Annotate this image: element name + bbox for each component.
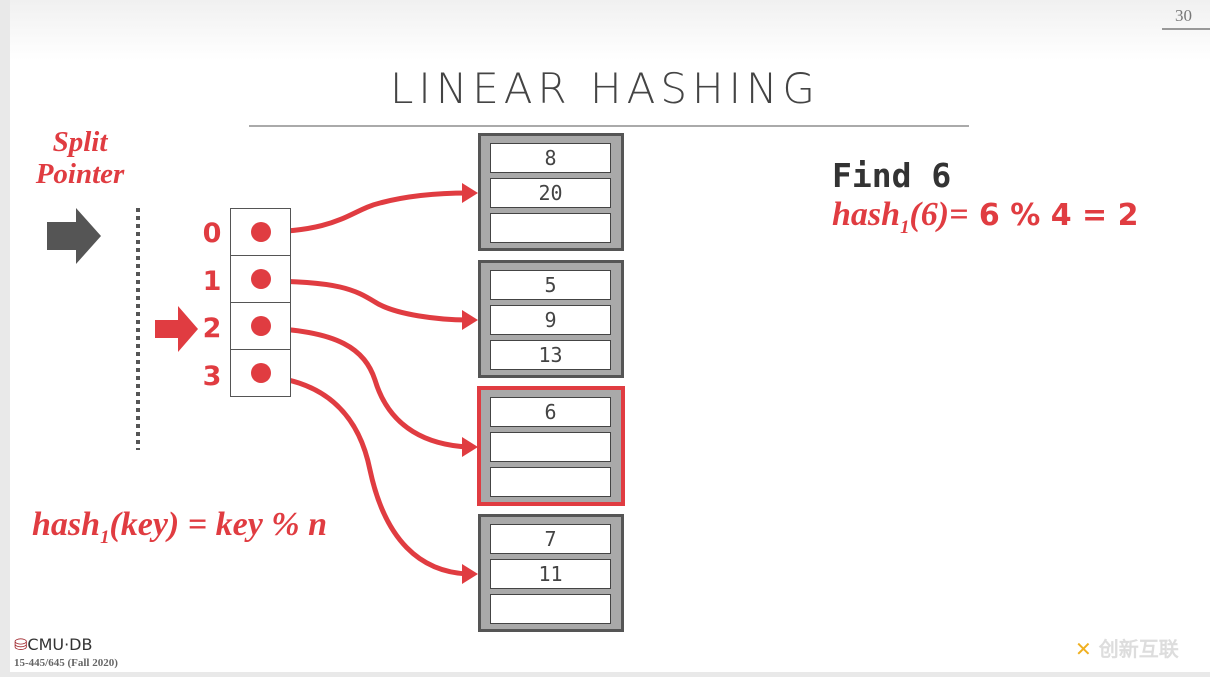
- bucket-slot: 5: [490, 270, 611, 300]
- bucket-slot: 7: [490, 524, 611, 554]
- pointer-arrow-3: [257, 373, 471, 577]
- pointer-arrow-2: [257, 325, 471, 450]
- watermark-text: 创新互联: [1098, 637, 1179, 661]
- bucket-0: 8 20: [478, 133, 624, 251]
- arrowhead-icon: [462, 183, 478, 203]
- formula-name: hash: [32, 506, 101, 543]
- pointer-dot: [251, 363, 271, 383]
- watermark: ✕ 创新互联: [1075, 633, 1179, 662]
- split-label-line2: Pointer: [35, 158, 125, 190]
- directory-slot-3: [230, 349, 291, 397]
- bucket-slot: [490, 432, 611, 462]
- bucket-slot: [490, 213, 611, 243]
- page-number: 30: [1175, 6, 1192, 25]
- hash-arg: (6): [909, 196, 950, 233]
- formula-body: (key) = key % n: [109, 506, 328, 543]
- query-hash: hash1(6)= 6 % 4 = 2: [832, 196, 1138, 239]
- divider: [1162, 28, 1210, 30]
- query-title: Find 6: [832, 156, 952, 195]
- pointer-arrow-0: [257, 190, 471, 235]
- directory-index: 0: [202, 218, 222, 249]
- pointer-arrow-1: [257, 278, 471, 323]
- directory-index: 3: [202, 361, 222, 392]
- formula-subscript: 1: [100, 526, 110, 548]
- pointer-dot: [251, 316, 271, 336]
- arrowhead-icon: [462, 564, 478, 584]
- database-icon: ⛁: [14, 635, 28, 654]
- bucket-slot: [490, 594, 611, 624]
- bucket-slot: 11: [490, 559, 611, 589]
- hash-eq: =: [949, 196, 969, 233]
- arrowhead-icon: [462, 437, 478, 457]
- bucket-slot: [490, 467, 611, 497]
- pointer-dot: [251, 269, 271, 289]
- watermark-logo-icon: ✕: [1075, 637, 1092, 661]
- pointer-dot: [251, 222, 271, 242]
- cmu-db-logo: ⛁CMU·DB: [14, 635, 92, 654]
- directory-index: 2: [202, 313, 222, 344]
- logo-text: CMU·DB: [27, 635, 93, 654]
- hash-function-formula: hash1(key) = key % n: [32, 506, 327, 549]
- bucket-slot: 13: [490, 340, 611, 370]
- bucket-slot: 6: [490, 397, 611, 427]
- slide-title: LINEAR HASHING: [390, 64, 820, 113]
- bucket-slot: 20: [490, 178, 611, 208]
- bucket-slot: 9: [490, 305, 611, 335]
- bucket-2-highlighted: 6: [477, 386, 625, 506]
- directory-slot-1: [230, 255, 291, 303]
- hash-subscript: 1: [900, 216, 910, 238]
- title-divider: [249, 125, 969, 127]
- hash-name: hash: [832, 196, 901, 233]
- directory-index: 1: [202, 266, 222, 297]
- directory-slot-2: [230, 302, 291, 350]
- course-label: 15-445/645 (Fall 2020): [14, 657, 118, 669]
- bucket-1: 5 9 13: [478, 260, 624, 378]
- arrowhead-icon: [462, 310, 478, 330]
- split-pointer-red-arrow-icon: [155, 306, 198, 352]
- split-pointer-label: Split Pointer: [20, 126, 140, 190]
- split-label-line1: Split: [52, 126, 108, 158]
- directory-slot-0: [230, 208, 291, 256]
- hash-result: 6 % 4 = 2: [968, 198, 1139, 233]
- split-gray-arrow-icon: [47, 208, 101, 264]
- bucket-3: 7 11: [478, 514, 624, 632]
- bucket-slot: 8: [490, 143, 611, 173]
